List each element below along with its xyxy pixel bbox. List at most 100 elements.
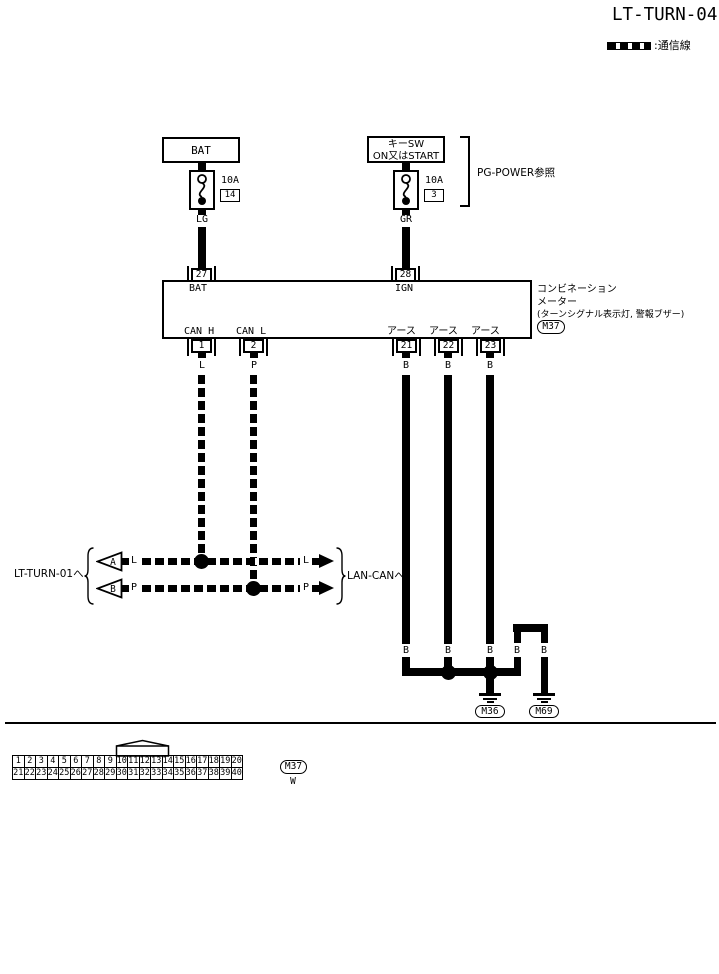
pin-cell: 7 — [81, 755, 94, 768]
can-h-bus-wire — [142, 558, 300, 565]
wire-segment — [198, 163, 206, 171]
wire-segment — [486, 352, 494, 358]
pin-cell: 4 — [46, 755, 59, 768]
pin-cell: 5 — [58, 755, 71, 768]
pg-power-bracket-tick — [460, 136, 469, 138]
wire-color-label: B — [402, 360, 410, 371]
pin-cell: 2 — [23, 755, 36, 768]
pin-terminal-1: 1 — [187, 339, 216, 356]
pin-terminal-28: 28 — [391, 266, 420, 282]
can-l-wire — [250, 375, 257, 582]
wire-segment — [198, 210, 206, 215]
pin-cell: 9 — [104, 755, 117, 768]
pin-cell: 23 — [35, 767, 48, 780]
pin-cell: 14 — [161, 755, 174, 768]
ground-icon — [483, 697, 497, 700]
wire-segment — [402, 352, 410, 358]
junction-dot — [441, 665, 456, 680]
wire-color-label: L — [198, 360, 206, 371]
pin-cell: 40 — [230, 767, 243, 780]
pin-cell: 34 — [161, 767, 174, 780]
wire-segment — [198, 352, 206, 358]
ground-bus-wire — [402, 668, 521, 676]
pin-label-ground: アース — [429, 326, 458, 337]
pin-cell: 26 — [69, 767, 82, 780]
m37-connector-badge: M37 — [537, 320, 565, 334]
curly-brace-icon — [336, 547, 346, 605]
pin-cell: 3 — [35, 755, 48, 768]
bat-supply-box: BAT — [162, 137, 240, 163]
diagram-title: LT-TURN-04 — [612, 5, 718, 25]
wire-segment — [514, 657, 521, 676]
junction-dot — [246, 581, 261, 596]
fuse-rating: 10A — [221, 175, 240, 186]
keysw-line1: キーSW — [387, 139, 425, 150]
ground-wire-23 — [486, 375, 494, 644]
pin-cell: 22 — [23, 767, 36, 780]
fuse-icon — [189, 170, 215, 210]
curly-brace-icon — [84, 547, 94, 605]
pin-cell: 32 — [138, 767, 151, 780]
pin-terminal-21: 21 — [392, 339, 421, 356]
pin-cell: 28 — [92, 767, 105, 780]
wire-stub — [122, 558, 129, 565]
pin-cell: 25 — [58, 767, 71, 780]
ground-icon — [537, 697, 551, 700]
wire-color-label: B — [486, 645, 494, 656]
pin-cell: 33 — [150, 767, 163, 780]
wire-segment — [402, 163, 410, 171]
combination-meter-box — [162, 280, 532, 339]
terminal-letter: A — [110, 557, 116, 568]
meter-name-line3: (ターンシグナル表示灯, 警報ブザー) — [537, 310, 685, 320]
pin-cell: 27 — [81, 767, 94, 780]
wire-color-label: P — [303, 582, 310, 593]
wire-color-label: P — [131, 582, 138, 593]
pin-cell: 8 — [92, 755, 105, 768]
wire-color-label: B — [444, 360, 452, 371]
can-l-bus-wire — [142, 585, 300, 592]
connector-keying-bump — [115, 739, 170, 757]
m69-ground-badge: M69 — [529, 705, 559, 718]
pin-cell: 35 — [173, 767, 186, 780]
wire-color-label: B — [486, 360, 494, 371]
pin-label-can-l: CAN L — [236, 326, 267, 337]
ground-wire-22 — [444, 375, 452, 644]
wire-color-label: B — [444, 645, 452, 656]
lt-turn-01-label: LT-TURN-01へ — [14, 568, 84, 580]
ground-icon — [541, 701, 548, 703]
pin-cell: 15 — [173, 755, 186, 768]
wire-segment — [402, 210, 410, 215]
pin-cell: 20 — [230, 755, 243, 768]
pin-cell: 24 — [46, 767, 59, 780]
ground-icon — [487, 701, 494, 703]
arrow-right-icon — [319, 581, 334, 595]
pin-cell: 1 — [12, 755, 25, 768]
legend-label: :通信線 — [654, 39, 691, 52]
ground-icon — [533, 693, 555, 696]
connector-color-label: W — [290, 776, 296, 787]
pin-cell: 17 — [196, 755, 209, 768]
wire-color-label: B — [540, 645, 548, 656]
pin-cell: 12 — [138, 755, 151, 768]
fuse-number-badge: 14 — [220, 189, 240, 202]
pin-cell: 36 — [184, 767, 197, 780]
pin-terminal-23: 23 — [476, 339, 505, 356]
pin-cell: 31 — [127, 767, 140, 780]
pin-cell: 18 — [207, 755, 220, 768]
triangle-terminal-icon: B — [96, 578, 123, 599]
keysw-line2: ON又はSTART — [372, 151, 440, 162]
wire-color-label: GR — [399, 214, 413, 225]
pg-power-note: PG-POWER参照 — [477, 167, 556, 179]
pin-number: 23 — [480, 339, 501, 353]
arrow-right-icon — [319, 554, 334, 568]
junction-dot — [194, 554, 209, 569]
wire-segment — [514, 632, 521, 643]
pin-number: 2 — [243, 339, 264, 353]
m36-ground-badge: M36 — [475, 705, 505, 718]
pin-number: 22 — [438, 339, 459, 353]
separator-line — [5, 722, 716, 724]
pg-power-bracket — [468, 136, 470, 207]
pin-label-can-h: CAN H — [184, 326, 215, 337]
